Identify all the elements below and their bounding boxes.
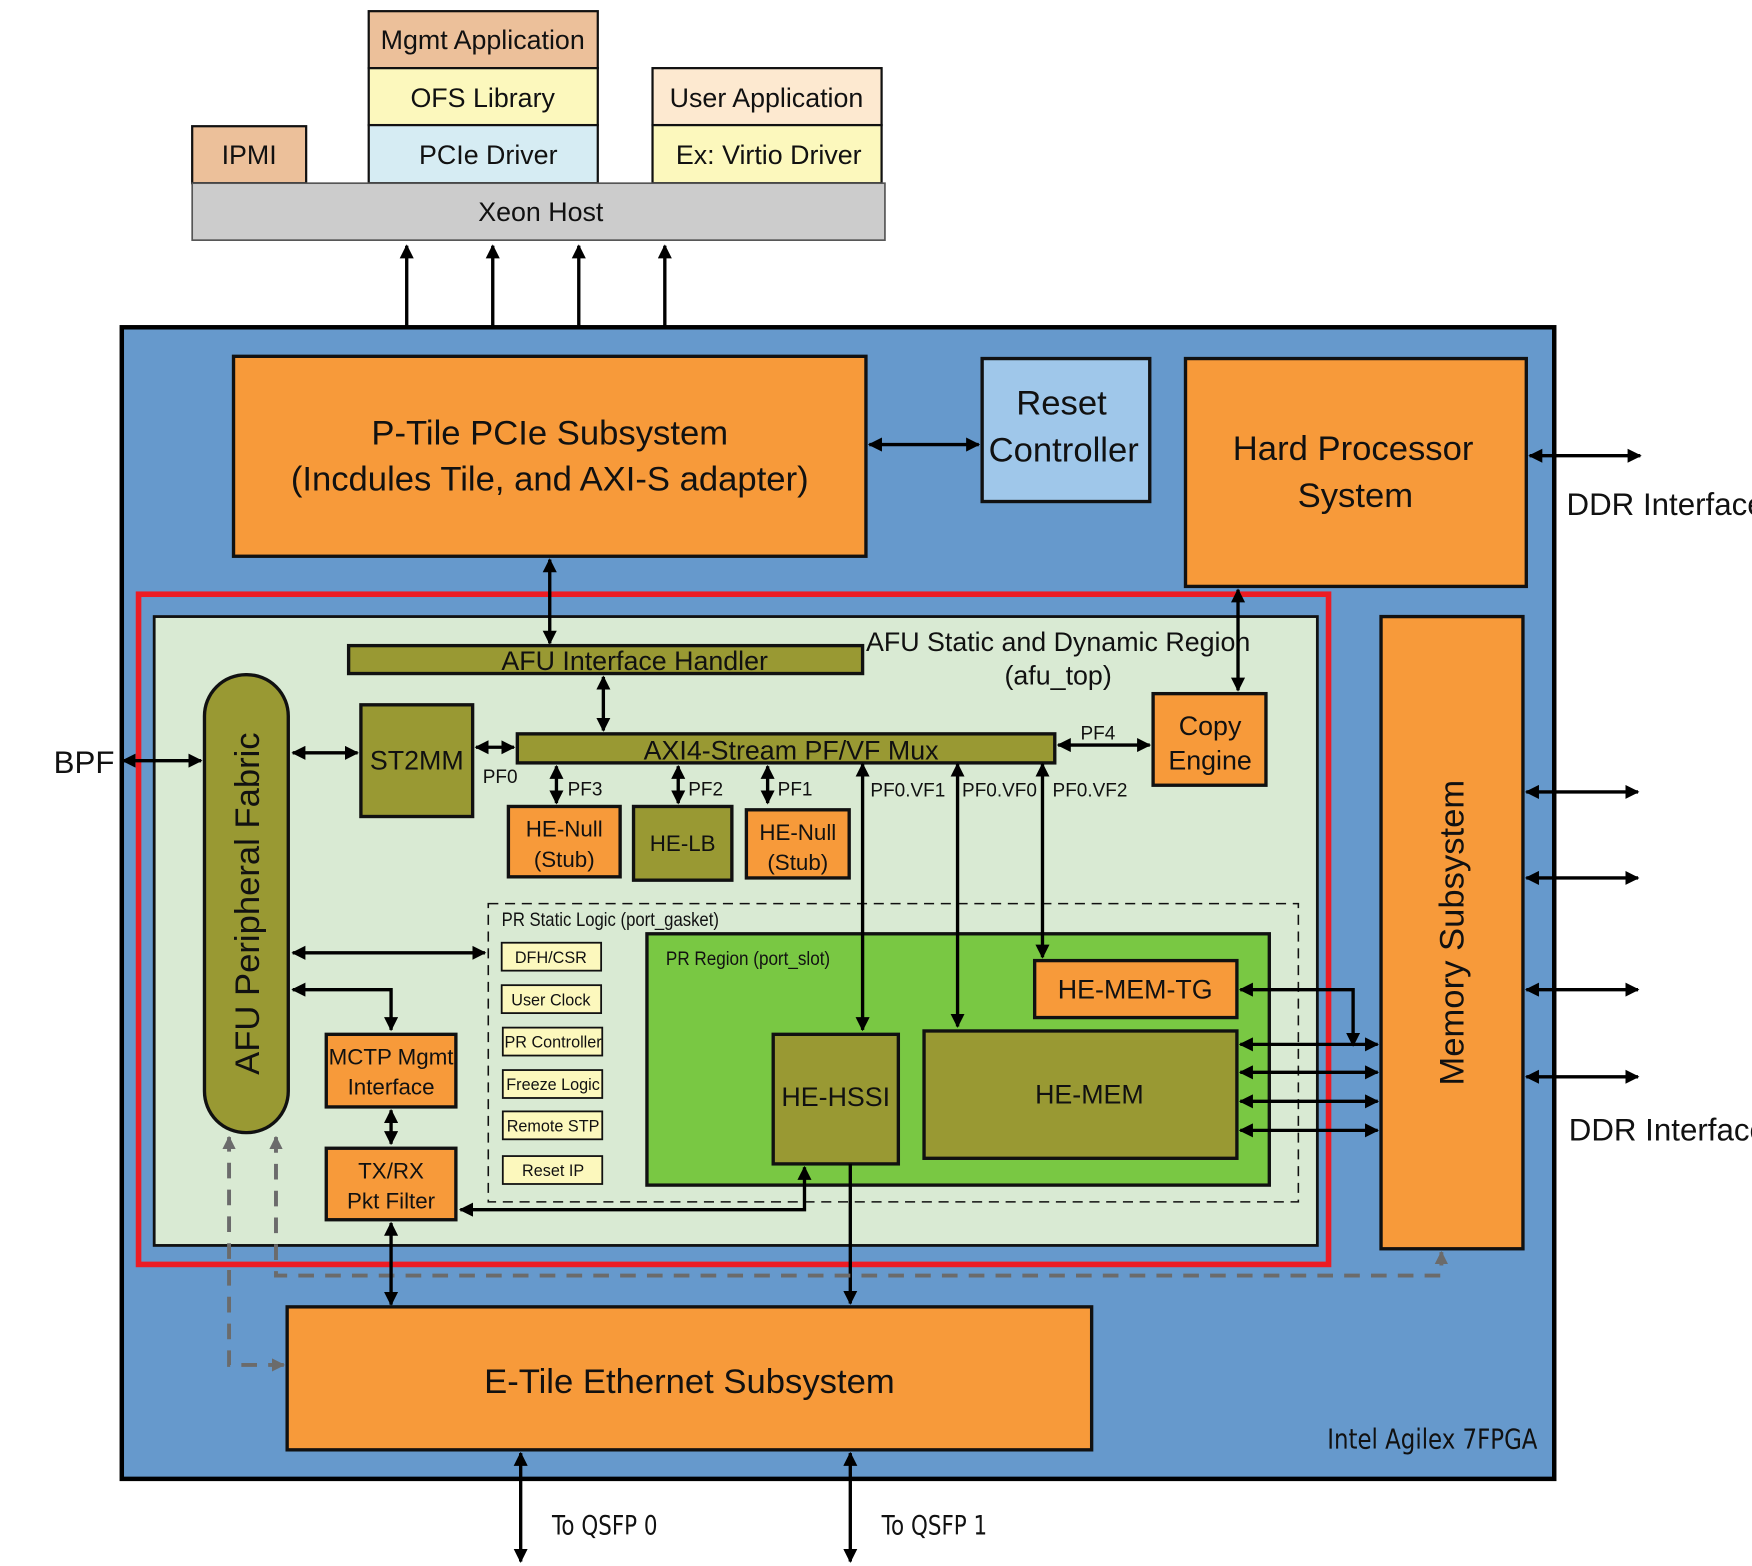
pf0-vf1-label: PF0.VF1 <box>870 780 945 801</box>
he-mem-tg-memory-link <box>1238 982 1361 1047</box>
he-lb-label: HE-LB <box>650 831 716 856</box>
ddr-interface-top-label: DDR Interface <box>1567 487 1752 522</box>
mgmt-application-label: Mgmt Application <box>381 25 585 55</box>
mctp-mgmt-interface <box>324 1032 458 1109</box>
afu-red-outline <box>135 591 1332 1268</box>
qsfp1-label: To QSFP 1 <box>881 1509 987 1541</box>
pkt-filter-line2: Pkt Filter <box>347 1189 436 1214</box>
he-null-2-line1: HE-Null <box>759 820 836 845</box>
pr-static-logic-title: PR Static Logic (port_gasket) <box>502 909 719 931</box>
pf0-vf0-label: PF0.VF0 <box>962 780 1037 801</box>
he-mem-tg-label: HE-MEM-TG <box>1058 975 1213 1005</box>
pf3-label: PF3 <box>568 779 603 800</box>
pf0-vf2-label: PF0.VF2 <box>1053 780 1128 801</box>
he-null-stub-1 <box>506 804 622 879</box>
reset-controller-line1: Reset <box>1016 384 1107 422</box>
memory-subsystem <box>1379 614 1525 1251</box>
he-lb <box>631 804 734 882</box>
pr-static-item-freeze-logic: Freeze Logic <box>506 1076 600 1094</box>
pr-static-item-box <box>500 984 603 1014</box>
he-mem-tg <box>1032 958 1239 1020</box>
ofs-library-label: OFS Library <box>410 83 555 113</box>
pf1-label: PF1 <box>778 779 813 800</box>
pr-static-item-box <box>500 941 603 972</box>
pr-static-item-box <box>501 1069 604 1099</box>
he-null-stub-2 <box>744 808 851 880</box>
pr-static-item-box <box>501 1110 604 1141</box>
ptile-line2: (Incdules Tile, and AXI-S adapter) <box>291 460 809 498</box>
he-null-2-line2: (Stub) <box>767 850 828 875</box>
st2mm-label: ST2MM <box>370 746 464 776</box>
pkt-filter-line1: TX/RX <box>358 1158 424 1183</box>
hps-line2: System <box>1298 477 1413 515</box>
qsfp0-label: To QSFP 0 <box>551 1509 657 1541</box>
pr-region-title: PR Region (port_slot) <box>666 948 830 970</box>
afu-peripheral-fabric-label: AFU Peripheral Fabric <box>229 732 267 1074</box>
hps-line1: Hard Processor <box>1233 430 1474 468</box>
pr-static-item-box <box>501 1026 604 1057</box>
pr-static-item-pr-controller: PR Controller <box>504 1034 602 1052</box>
memory-ddr-links <box>1524 784 1640 1084</box>
pf4-label: PF4 <box>1080 723 1115 744</box>
etile-fabric-dashed-link <box>222 1135 286 1372</box>
afu-interface-handler <box>346 643 865 676</box>
pr-static-item-remote-stp: Remote STP <box>507 1117 600 1135</box>
ipmi-label: IPMI <box>222 140 277 170</box>
copy-engine-line2: Engine <box>1168 746 1251 776</box>
bpf-label: BPF <box>54 745 115 780</box>
he-mem-label: HE-MEM <box>1035 1080 1144 1110</box>
afu-region-title-1: AFU Static and Dynamic Region <box>866 627 1250 657</box>
memory-subsystem-label: Memory Subsystem <box>1434 780 1472 1086</box>
he-null-1-line2: (Stub) <box>534 847 595 872</box>
hard-processor-system <box>1183 356 1528 589</box>
axi4-stream-mux <box>515 732 1057 765</box>
fpga-label: Intel Agilex 7FPGA <box>1327 1424 1538 1457</box>
st2mm-block <box>359 703 475 819</box>
xeon-host-label: Xeon Host <box>478 197 604 227</box>
ptile-line1: P-Tile PCIe Subsystem <box>371 415 728 453</box>
pr-static-item-user-clock: User Clock <box>511 991 591 1009</box>
pf0-label: PF0 <box>483 767 518 788</box>
ptile-pcie-subsystem <box>231 354 868 558</box>
he-hssi-label: HE-HSSI <box>781 1082 890 1112</box>
he-null-1-line1: HE-Null <box>526 817 603 842</box>
afu-interface-handler-label: AFU Interface Handler <box>501 646 768 676</box>
virtio-driver-box <box>651 123 883 185</box>
host-stack: Mgmt Application OFS Library IPMI PCIe D… <box>191 10 886 241</box>
ofs-library-box <box>367 67 599 127</box>
ddr-interface-bottom-label: DDR Interface <box>1569 1112 1752 1147</box>
pr-static-item-dfh-csr: DFH/CSR <box>515 949 587 967</box>
pf2-label: PF2 <box>688 779 723 800</box>
mgmt-application-box <box>367 10 599 70</box>
afu-region-title-2: (afu_top) <box>1004 661 1111 691</box>
reset-controller <box>980 356 1152 504</box>
memory-fabric-dashed-link <box>269 1135 1449 1278</box>
etile-ethernet-subsystem <box>285 1305 1094 1452</box>
pcie-driver-box <box>367 123 599 185</box>
he-mem-memory-links <box>1238 1037 1380 1138</box>
copy-engine-line1: Copy <box>1179 711 1242 741</box>
xeon-host-box <box>191 182 886 241</box>
mctp-line1: MCTP Mgmt <box>329 1044 455 1069</box>
etile-label: E-Tile Ethernet Subsystem <box>484 1363 895 1401</box>
fabric-mctp-link <box>291 982 399 1032</box>
reset-controller-line2: Controller <box>989 431 1139 469</box>
mctp-line2: Interface <box>348 1075 435 1100</box>
afu-peripheral-fabric <box>202 672 290 1135</box>
axi4-stream-mux-label: AXI4-Stream PF/VF Mux <box>644 736 939 766</box>
copy-engine <box>1151 691 1268 787</box>
virtio-driver-label: Ex: Virtio Driver <box>676 140 862 170</box>
pcie-driver-label: PCIe Driver <box>419 140 558 170</box>
pr-static-item-reset-ip: Reset IP <box>522 1162 584 1180</box>
user-application-label: User Application <box>670 83 864 113</box>
